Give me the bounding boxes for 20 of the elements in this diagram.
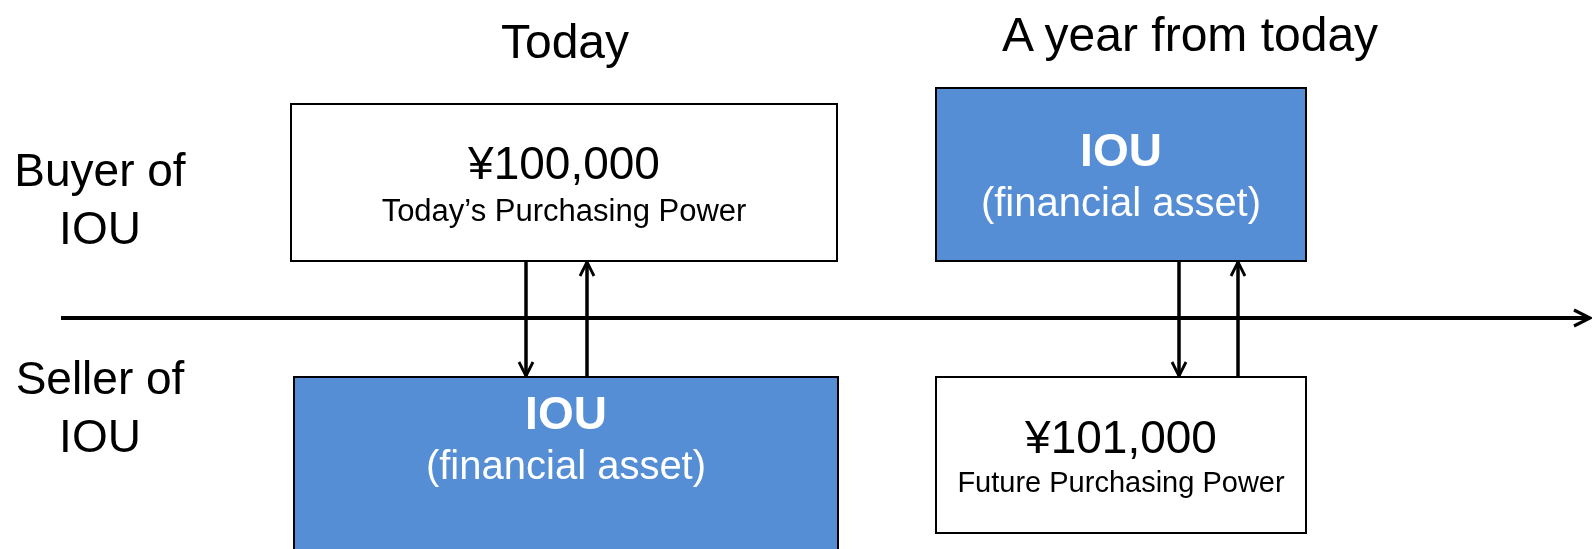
description-text: Today’s Purchasing Power — [381, 191, 747, 229]
description-text: (financial asset) — [425, 442, 707, 490]
heading-text: IOU — [1080, 122, 1162, 178]
asset-box — [293, 376, 839, 549]
row-label: Seller of IOU — [14, 351, 186, 464]
row-label: Buyer of IOU — [13, 143, 187, 256]
arrow — [578, 260, 596, 376]
column-heading: A year from today — [1000, 7, 1380, 63]
amount-text: ¥101,000 — [1025, 410, 1217, 465]
arrow — [517, 262, 535, 378]
heading-text: IOU — [525, 386, 607, 441]
column-heading: Today — [499, 14, 631, 70]
arrow — [1170, 262, 1188, 378]
value-box — [290, 103, 838, 262]
amount-text: ¥100,000 — [468, 136, 660, 192]
description-text: (financial asset) — [980, 179, 1262, 227]
asset-box — [935, 87, 1307, 262]
arrow — [1229, 260, 1247, 376]
description-text: Future Purchasing Power — [957, 465, 1285, 500]
value-box — [935, 376, 1307, 534]
